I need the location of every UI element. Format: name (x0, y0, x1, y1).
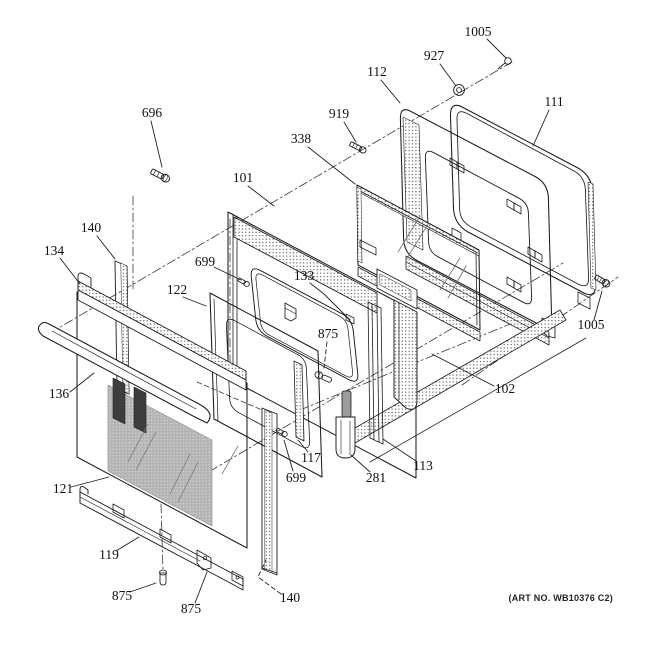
bracket-133 (284, 302, 297, 322)
side-trim-117 (293, 360, 305, 442)
callout-699-mid: 699 (195, 254, 216, 269)
glass-shine-marks (397, 215, 467, 299)
callout-281: 281 (366, 470, 386, 485)
callout-1005-top: 1005 (465, 24, 492, 39)
callout-919: 919 (329, 106, 350, 121)
callout-113: 113 (413, 458, 433, 473)
screw-875-bottom-left (159, 569, 167, 586)
side-trim-140-top (114, 260, 130, 395)
callout-134: 134 (44, 243, 65, 258)
latch-keeper-875 (196, 549, 212, 571)
screw-1005-right (594, 274, 611, 288)
callout-699-bottom: 699 (286, 470, 307, 485)
callout-102: 102 (495, 381, 515, 396)
art-number: (ART NO. WB10376 C2) (508, 593, 613, 603)
door-handle-136 (37, 321, 211, 424)
callout-121: 121 (53, 481, 73, 496)
callout-112: 112 (367, 64, 387, 79)
bottom-trim-119 (79, 485, 244, 591)
front-door-assembly (37, 272, 278, 591)
callout-927: 927 (424, 48, 445, 63)
washer-927 (453, 84, 465, 96)
screw-696 (150, 168, 170, 183)
door-liner-panel-101 (227, 211, 418, 479)
part-callouts: 1005 927 112 111 919 696 338 101 140 134… (44, 24, 613, 616)
side-trim-140-bottom (261, 407, 278, 576)
callout-875-bottom-mid: 875 (181, 601, 202, 616)
callout-133: 133 (294, 268, 315, 283)
callout-140-bottom: 140 (280, 590, 301, 605)
side-trim-113 (367, 301, 384, 445)
callout-1005-right: 1005 (578, 317, 605, 332)
callout-875-bottom-left: 875 (112, 588, 133, 603)
screw-1005-top (497, 57, 512, 70)
callout-875-mid: 875 (318, 326, 339, 341)
door-cap-trim-134 (77, 272, 247, 391)
leader-lines (59, 38, 603, 604)
screw-699-bottom (275, 427, 288, 437)
window-shine-marks (127, 423, 239, 503)
frame-clips (449, 157, 543, 293)
callout-136: 136 (49, 386, 70, 401)
clip-875-mid (314, 371, 332, 383)
callout-122: 122 (167, 282, 187, 297)
handle-spring-281 (335, 390, 356, 459)
callout-696: 696 (142, 105, 163, 120)
callout-117: 117 (301, 450, 321, 465)
screw-919 (349, 141, 367, 154)
callout-338: 338 (291, 131, 312, 146)
callout-101: 101 (233, 170, 253, 185)
outer-rear-frame-111 (449, 104, 597, 310)
callout-111: 111 (544, 94, 563, 109)
callout-119: 119 (99, 547, 119, 562)
callout-140-top: 140 (81, 220, 102, 235)
